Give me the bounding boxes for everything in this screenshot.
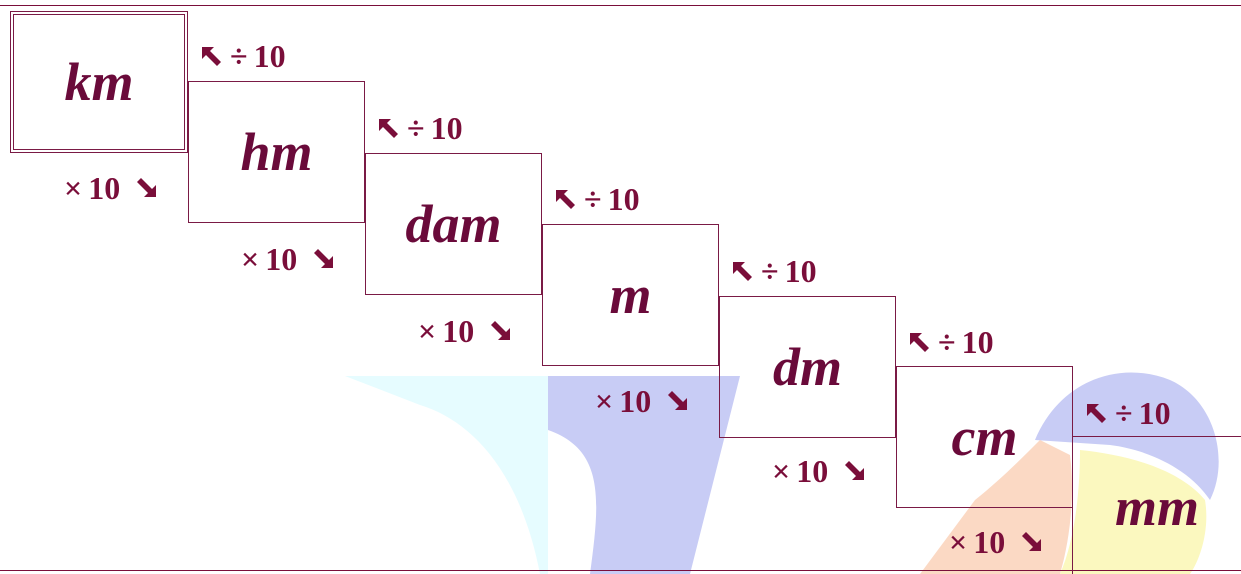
unit-label-cm: cm <box>951 407 1018 467</box>
multiply-value: 10 <box>88 170 121 206</box>
divide-symbol: ÷ <box>1115 395 1133 431</box>
multiply-op-2: × 10 <box>241 243 337 275</box>
arrow-down-right-icon <box>488 318 514 344</box>
multiply-symbol: × <box>241 241 260 277</box>
arrow-up-left-icon <box>198 43 224 69</box>
divide-symbol: ÷ <box>584 181 602 217</box>
divide-symbol: ÷ <box>938 324 956 360</box>
multiply-symbol: × <box>949 524 968 560</box>
multiply-op-4: × 10 <box>595 385 691 417</box>
multiply-value: 10 <box>796 453 829 489</box>
bottom-rule <box>0 570 1241 571</box>
multiply-op-5: × 10 <box>772 455 868 487</box>
divide-op-6: ÷ 10 <box>1083 397 1171 429</box>
unit-label-hm: hm <box>240 122 313 182</box>
unit-label-mm: mm <box>1114 477 1199 537</box>
divide-op-4: ÷ 10 <box>729 255 817 287</box>
unit-label-dm: dm <box>772 337 842 397</box>
unit-label-m: m <box>609 265 652 325</box>
divide-value: 10 <box>430 110 463 146</box>
mm-top-line <box>1073 436 1241 437</box>
unit-box-km: km <box>10 11 188 153</box>
multiply-op-3: × 10 <box>418 315 514 347</box>
arrow-down-right-icon <box>134 175 160 201</box>
divide-value: 10 <box>961 324 994 360</box>
arrow-up-left-icon <box>1083 400 1109 426</box>
divide-value: 10 <box>253 38 286 74</box>
arrow-down-right-icon <box>311 246 337 272</box>
mm-left-line <box>1072 436 1073 574</box>
unit-box-cm: cm <box>896 366 1073 508</box>
arrow-up-left-icon <box>906 329 932 355</box>
arrow-up-left-icon <box>375 115 401 141</box>
multiply-symbol: × <box>64 170 83 206</box>
unit-box-dm: dm <box>719 296 896 438</box>
divide-value: 10 <box>784 253 817 289</box>
arrow-up-left-icon <box>552 186 578 212</box>
multiply-value: 10 <box>442 313 475 349</box>
unit-label-dam: dam <box>405 194 502 254</box>
unit-label-km: km <box>64 52 134 112</box>
unit-box-dam: dam <box>365 153 542 295</box>
arrow-down-right-icon <box>842 458 868 484</box>
divide-op-5: ÷ 10 <box>906 326 994 358</box>
multiply-op-6: × 10 <box>949 526 1045 558</box>
multiply-value: 10 <box>265 241 298 277</box>
divide-symbol: ÷ <box>761 253 779 289</box>
unit-box-mm: mm <box>1073 440 1241 574</box>
divide-value: 10 <box>607 181 640 217</box>
divide-op-2: ÷ 10 <box>375 112 463 144</box>
unit-box-m: m <box>542 224 719 366</box>
multiply-symbol: × <box>772 453 791 489</box>
unit-box-hm: hm <box>188 81 365 223</box>
divide-symbol: ÷ <box>230 38 248 74</box>
divide-op-1: ÷ 10 <box>198 40 286 72</box>
arrow-down-right-icon <box>665 388 691 414</box>
divide-value: 10 <box>1138 395 1171 431</box>
multiply-value: 10 <box>619 383 652 419</box>
arrow-up-left-icon <box>729 258 755 284</box>
multiply-op-1: × 10 <box>64 172 160 204</box>
top-rule <box>0 5 1241 6</box>
multiply-symbol: × <box>418 313 437 349</box>
multiply-symbol: × <box>595 383 614 419</box>
divide-op-3: ÷ 10 <box>552 183 640 215</box>
divide-symbol: ÷ <box>407 110 425 146</box>
arrow-down-right-icon <box>1019 529 1045 555</box>
multiply-value: 10 <box>973 524 1006 560</box>
